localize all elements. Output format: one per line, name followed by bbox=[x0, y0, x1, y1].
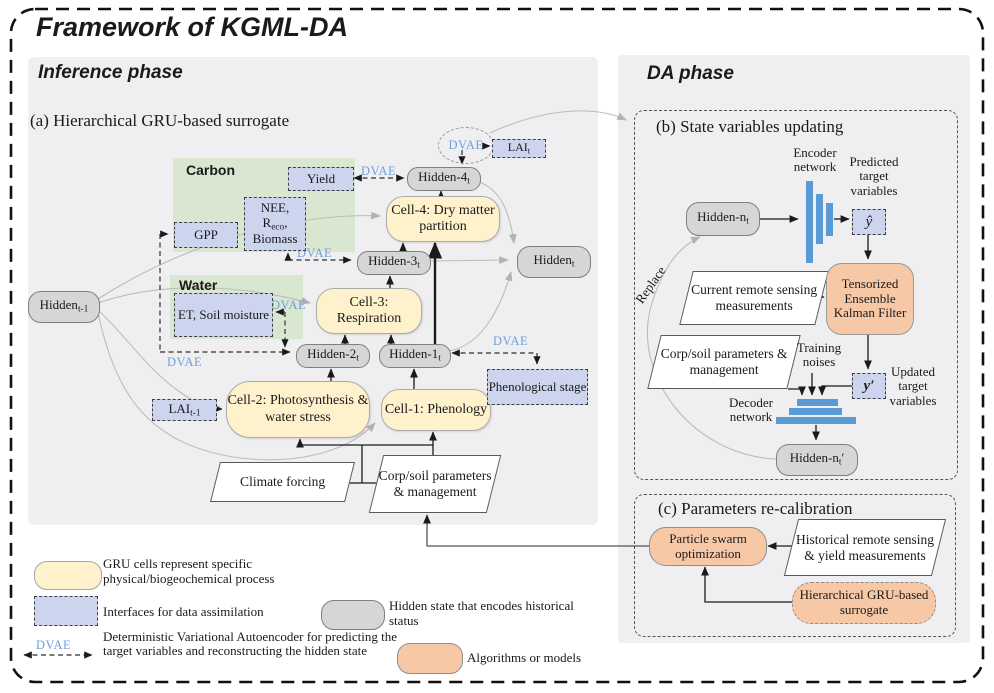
legend-hidden-text: Hidden state that encodes historical sta… bbox=[389, 598, 574, 628]
node-et: ET, Soil moisture bbox=[174, 293, 273, 337]
node-hierarchical-gru: Hierarchical GRU-based surrogate bbox=[792, 582, 936, 624]
legend-hidden-swatch bbox=[321, 600, 385, 630]
encoder-network-label: Encoder network bbox=[793, 145, 837, 175]
panel-b-title: (b) State variables updating bbox=[656, 117, 844, 136]
page-title: Framework of KGML-DA bbox=[36, 12, 349, 42]
panel-c-title: (c) Parameters re-calibration bbox=[658, 499, 853, 518]
panel-a-title: (a) Hierarchical GRU-based surrogate bbox=[30, 111, 290, 130]
inference-phase-title: Inference phase bbox=[38, 62, 183, 83]
encoder-bar-3 bbox=[826, 203, 833, 236]
legend-interface-swatch bbox=[34, 596, 98, 626]
da-phase-title: DA phase bbox=[647, 63, 734, 84]
legend-gru-text: GRU cells represent specific physical/bi… bbox=[103, 556, 275, 586]
node-hidden-t: Hiddent bbox=[517, 246, 591, 278]
node-nee: NEE, Reco, Biomass bbox=[244, 197, 306, 251]
carbon-group-label: Carbon bbox=[186, 162, 235, 178]
node-phenological-stage: Phenological stage bbox=[487, 369, 588, 405]
node-hidden-2: Hidden-2t bbox=[296, 344, 370, 368]
node-lai-prev: LAIt-1 bbox=[152, 399, 217, 421]
node-corp-soil-inference: Corp/soil parameters & management bbox=[368, 455, 502, 513]
legend-dvae-text: Deterministic Variational Autoencoder fo… bbox=[103, 629, 397, 659]
water-group-label: Water bbox=[179, 277, 218, 293]
encoder-bar-2 bbox=[816, 194, 823, 244]
decoder-network-label: Decoder network bbox=[728, 395, 774, 425]
node-cell-1: Cell-1: Phenology bbox=[381, 389, 491, 431]
decoder-bar-2 bbox=[789, 408, 842, 415]
node-y-prime: y′ bbox=[852, 373, 886, 399]
legend-dvae-label: DVAE bbox=[36, 638, 72, 652]
dvae-label-gpp: DVAE bbox=[167, 355, 203, 369]
node-hidden-3: Hidden-3t bbox=[357, 251, 431, 275]
legend-algorithm-swatch bbox=[397, 643, 463, 674]
decoder-bar-3 bbox=[776, 417, 856, 424]
node-cell-3: Cell-3: Respiration bbox=[316, 288, 422, 334]
node-cell-2: Cell-2: Photosynthesis & water stress bbox=[226, 381, 370, 438]
node-particle-swarm: Particle swarm optimization bbox=[649, 527, 767, 566]
updated-target-label: Updated target variables bbox=[889, 364, 937, 408]
encoder-bar-1 bbox=[806, 181, 813, 263]
node-tensorized-enkf: Tensorized Ensemble Kalman Filter bbox=[826, 263, 914, 335]
node-current-remote-sensing: Current remote sensing measurements bbox=[679, 271, 829, 325]
node-hidden-n: Hidden-nt bbox=[686, 202, 760, 236]
node-hidden-4: Hidden-4t bbox=[407, 167, 481, 191]
node-y-hat: ŷ bbox=[852, 209, 886, 235]
node-yield: Yield bbox=[288, 167, 354, 191]
legend-gru-swatch bbox=[34, 561, 102, 590]
node-lai-t: LAIt bbox=[492, 139, 546, 158]
dvae-ellipse: DVAE bbox=[438, 127, 494, 164]
dvae-label-yield: DVAE bbox=[361, 164, 397, 178]
node-historical-remote-sensing: Historical remote sensing & yield measur… bbox=[783, 519, 947, 576]
legend-interface-text: Interfaces for data assimilation bbox=[103, 604, 264, 619]
training-noises-label: Training noises bbox=[796, 340, 842, 370]
node-climate-forcing: Climate forcing bbox=[210, 462, 355, 502]
node-hidden-1: Hidden-1t bbox=[379, 344, 451, 368]
node-hidden-n-prime: Hidden-nt′ bbox=[776, 444, 858, 476]
node-corp-soil-da: Corp/soil parameters & management bbox=[647, 335, 801, 389]
legend-algorithm-text: Algorithms or models bbox=[467, 650, 582, 665]
node-hidden-prev: Hiddent-1 bbox=[28, 291, 100, 323]
node-gpp: GPP bbox=[174, 222, 238, 248]
decoder-bar-1 bbox=[797, 399, 838, 406]
dvae-label-pheno: DVAE bbox=[493, 334, 529, 348]
dvae-label-et: DVAE bbox=[271, 298, 307, 312]
predicted-target-label: Predicted target variables bbox=[849, 154, 899, 198]
dvae-label-top: DVAE bbox=[448, 138, 484, 152]
node-cell-4: Cell-4: Dry matter partition bbox=[386, 196, 500, 242]
